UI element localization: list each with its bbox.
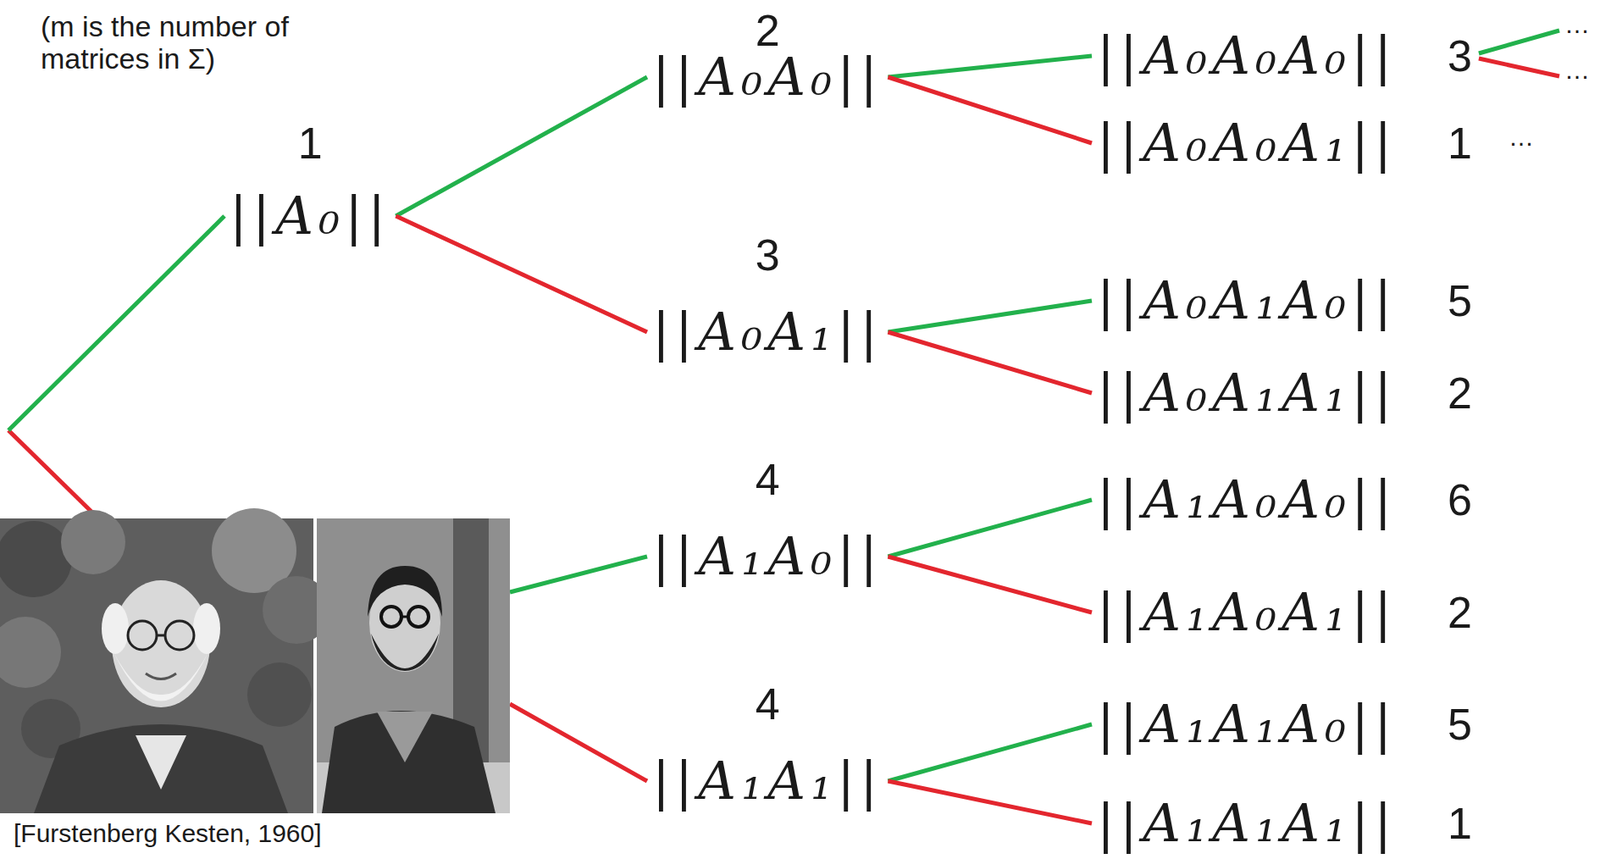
- node-value: 4: [755, 686, 781, 721]
- node-value: 1: [1447, 806, 1473, 841]
- right-portrait: [316, 518, 510, 814]
- node-value: 2: [1447, 595, 1473, 630]
- matrix-norm: ||A₀A₀||: [652, 47, 883, 107]
- continuation-line: [1478, 30, 1560, 54]
- citation-caption: [Furstenberg Kesten, 1960]: [13, 818, 322, 849]
- matrix-norm: ||A₀A₁A₀||: [1096, 271, 1436, 331]
- tree-node: ||A₁A₀A₁|| 2: [1091, 582, 1478, 643]
- hidden-branch-line: [509, 703, 648, 781]
- hidden-branch-line: [509, 556, 648, 593]
- branch-line: [395, 215, 648, 333]
- tree-node: ||A₀A₀A₁|| 1: [1091, 113, 1478, 173]
- matrix-norm: ||A₁A₁A₀||: [1096, 694, 1436, 754]
- matrix-norm: ||A₁A₁A₁||: [1096, 793, 1436, 853]
- matrix-norm: ||A₀A₀A₁||: [1096, 113, 1436, 173]
- tree-node: ||A₀A₁A₁|| 2: [1091, 363, 1478, 423]
- matrix-norm: ||A₁A₀A₁||: [1096, 582, 1436, 643]
- branch-line: [395, 77, 648, 216]
- branch-line: [887, 556, 1092, 613]
- node-value: 1: [298, 126, 323, 161]
- node-value: 2: [755, 13, 781, 48]
- continuation-line: [1478, 58, 1560, 77]
- node-value: 3: [1447, 38, 1473, 73]
- tree-node: 2||A₀A₀||: [647, 13, 888, 107]
- node-value: 3: [755, 238, 781, 272]
- node-value: 6: [1447, 482, 1473, 517]
- tree-node: ||A₀A₁A₀|| 5: [1091, 271, 1478, 331]
- tree-node: ||A₁A₁A₁|| 1: [1091, 793, 1478, 853]
- tree-node: ||A₁A₁A₀|| 5: [1091, 694, 1478, 754]
- branch-line: [887, 499, 1092, 557]
- node-value: 5: [1447, 707, 1473, 742]
- branch-line: [887, 780, 1092, 824]
- matrix-norm: ||A₀||: [229, 186, 391, 246]
- matrix-norm: ||A₁A₀||: [652, 526, 883, 587]
- left-portrait: [0, 508, 331, 814]
- branch-line: [887, 724, 1092, 781]
- matrix-norm: ||A₀A₁||: [652, 302, 883, 362]
- matrix-norm: ||A₀A₀A₀||: [1096, 26, 1436, 86]
- branch-line: [887, 300, 1092, 333]
- matrix-norm: ||A₁A₀A₀||: [1096, 470, 1436, 530]
- ellipsis-mark: …: [1508, 124, 1534, 150]
- tree-node: ||A₁A₀A₀|| 6: [1091, 470, 1478, 530]
- matrix-norm: ||A₁A₁||: [652, 751, 883, 811]
- tree-node: 4 ||A₁A₀||: [647, 462, 888, 587]
- node-value: 5: [1447, 283, 1473, 318]
- tree-node: ||A₀A₀A₀|| 3: [1091, 26, 1478, 86]
- tree-node: 4 ||A₁A₁||: [647, 686, 888, 811]
- node-value: 1: [1447, 126, 1473, 161]
- ellipsis-mark: …: [1564, 11, 1590, 38]
- root-branch-line: [8, 215, 225, 431]
- branch-line: [887, 77, 1092, 144]
- node-value: 4: [755, 462, 781, 497]
- tree-node: 1 ||A₀||: [224, 126, 396, 246]
- tree-node: 3 ||A₀A₁||: [647, 238, 888, 362]
- node-value: 2: [1447, 376, 1473, 410]
- branch-line: [887, 55, 1092, 78]
- ellipsis-mark: …: [1564, 57, 1590, 84]
- matrix-norm: ||A₀A₁A₁||: [1096, 363, 1436, 423]
- branch-line: [887, 332, 1092, 394]
- note-text: (m is the number of matrices in Σ): [40, 10, 321, 75]
